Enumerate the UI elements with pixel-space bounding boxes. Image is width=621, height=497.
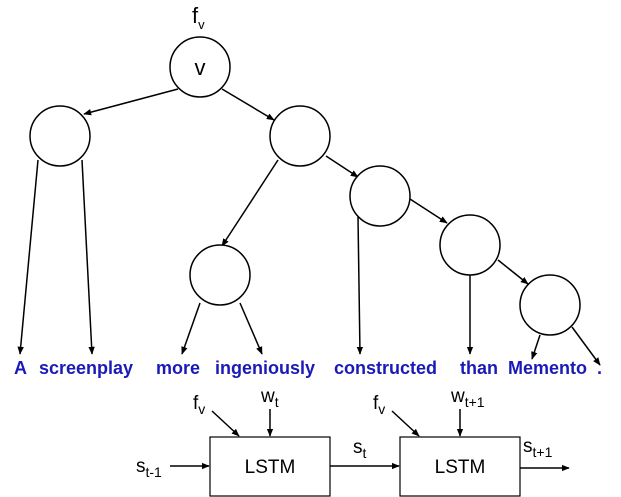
word-a: A: [14, 358, 27, 378]
edge-to-than-phrase: [409, 198, 448, 224]
edge-to-screenplay: [81, 159, 95, 355]
sentence: A screenplay more ingeniously constructe…: [14, 358, 602, 378]
lstm-chain: LSTM LSTM st-1 fv wt st fv wt+1 st+1: [136, 386, 570, 497]
lstm-cell-1: [209, 436, 331, 497]
tree-node-root: [169, 36, 231, 98]
tree-node-left: [29, 105, 91, 167]
edge-to-memento: [531, 334, 541, 360]
word-constructed: constructed: [334, 358, 437, 378]
edge-to-memento-phrase: [497, 259, 529, 285]
lstm-2-state-input-label: st: [353, 437, 367, 461]
lstm-output-state-label: st+1: [523, 436, 553, 460]
tree-node-right: [269, 105, 331, 167]
word-screenplay: screenplay: [39, 358, 133, 378]
lstm-1-state-input-label: st-1: [136, 456, 162, 480]
arrow-feature-in-1: [211, 410, 240, 437]
word-ingeniously: ingeniously: [215, 358, 315, 378]
edge-root-right: [221, 88, 275, 121]
root-feature-label: fv: [192, 3, 205, 32]
lstm-cell-2: [399, 436, 521, 497]
word-than: than: [460, 358, 498, 378]
tree-nodes: [29, 36, 581, 336]
edge-to-more: [181, 302, 201, 355]
lstm-cell-1-label: LSTM: [245, 457, 296, 478]
word-period: .: [597, 358, 602, 378]
lstm-1-feature-label: fv: [193, 393, 205, 417]
lstm-cell-2-label: LSTM: [435, 457, 486, 478]
edge-to-ingeniously: [239, 302, 263, 355]
tree-node-more-ingeniously: [189, 244, 251, 306]
word-memento: Memento: [508, 358, 587, 378]
edge-to-constructed-phrase: [325, 155, 359, 178]
tree-node-memento-phrase: [519, 274, 581, 336]
edge-to-constructed: [356, 216, 364, 355]
lstm-1-word-label: wt: [260, 386, 279, 410]
root-node-label: v: [195, 55, 206, 80]
edge-to-more-phrase: [221, 159, 279, 247]
tree-node-than-phrase: [439, 214, 501, 276]
edge-to-period: [571, 326, 601, 366]
word-more: more: [156, 358, 200, 378]
tree-node-constructed-phrase: [349, 165, 411, 227]
tree-edges: [17, 88, 601, 366]
arrow-feature-in-2: [391, 410, 420, 437]
lstm-2-feature-label: fv: [373, 393, 385, 417]
edge-to-A: [17, 159, 39, 355]
lstm-2-word-label: wt+1: [450, 386, 485, 410]
edge-root-left: [83, 88, 179, 116]
